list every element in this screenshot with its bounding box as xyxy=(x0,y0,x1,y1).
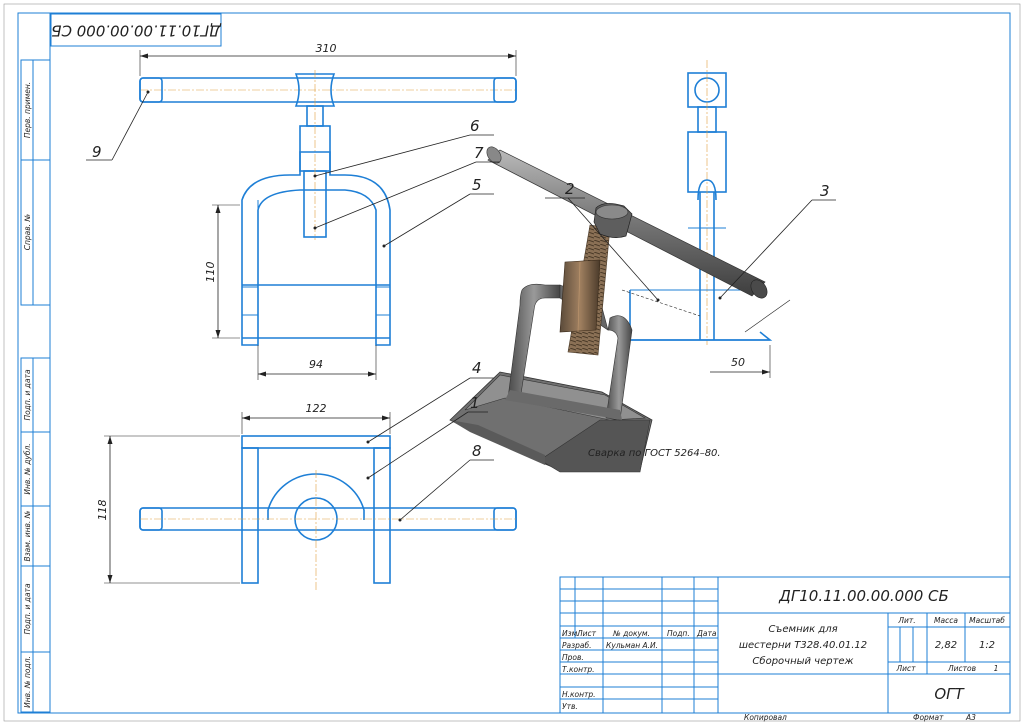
side-perv-primen: Перв. примен. xyxy=(23,82,32,138)
row-nkontr: Н.контр. xyxy=(562,690,596,699)
callout-3: 3 xyxy=(820,182,830,200)
dim-94: 94 xyxy=(309,358,323,371)
row-tkontr: Т.контр. xyxy=(562,665,595,674)
hdr-sheet: Лист xyxy=(895,664,916,673)
row-razrab: Разраб. xyxy=(562,641,591,650)
side-stamp: Перв. примен. Справ. № Подп. и дата Инв.… xyxy=(20,59,51,713)
designation-stamp: ДГ10.11.00.00.000 СБ xyxy=(50,13,222,47)
hdr-lit: Лит. xyxy=(897,616,915,625)
dim-50: 50 xyxy=(731,356,745,369)
sheets-value: 1 xyxy=(994,664,999,673)
weld-note: Сварка по ГОСТ 5264–80. xyxy=(588,448,721,459)
callout-1: 1 xyxy=(470,394,480,412)
side-podp-data-2: Подп. и дата xyxy=(23,583,32,634)
format-value: А3 xyxy=(965,713,976,722)
side-podp-data-1: Подп. и дата xyxy=(23,369,32,420)
col-izm: Изм. xyxy=(562,629,580,638)
callout-8: 8 xyxy=(472,442,482,460)
title-name-line3: Сборочный чертеж xyxy=(752,655,853,667)
callout-9: 9 xyxy=(92,143,102,161)
side-sprav: Справ. № xyxy=(23,214,32,251)
side-inv-podl: Инв. № подл. xyxy=(23,656,32,708)
dim-110: 110 xyxy=(204,262,217,283)
isometric-model: Сварка по ГОСТ 5264–80. xyxy=(449,146,768,473)
copied-label: Копировал xyxy=(744,713,787,722)
col-list: Лист xyxy=(576,629,597,638)
dim-310: 310 xyxy=(316,42,337,55)
callouts: 9 6 7 5 2 3 4 1 xyxy=(86,90,836,522)
title-designation: ДГ10.11.00.00.000 СБ xyxy=(778,587,949,605)
top-view: 122 118 xyxy=(96,402,517,590)
front-view: 310 110 94 xyxy=(139,42,517,380)
format-label: Формат xyxy=(913,713,944,722)
hdr-sheets: Листов xyxy=(947,664,976,673)
row-utv: Утв. xyxy=(562,702,578,711)
title-block: ДГ10.11.00.00.000 СБ Съемник для шестерн… xyxy=(559,576,1011,714)
dim-118: 118 xyxy=(96,500,109,521)
side-inv-dubl: Инв. № дубл. xyxy=(23,443,32,494)
designation-stamp-text: ДГ10.11.00.00.000 СБ xyxy=(51,22,222,40)
callout-4: 4 xyxy=(472,359,482,377)
callout-6: 6 xyxy=(470,117,480,135)
row-prov: Пров. xyxy=(562,653,584,662)
razrab-name: Кульман А.И. xyxy=(606,641,658,650)
organization: ОГТ xyxy=(934,685,965,703)
title-name-line2: шестерни Т328.40.01.12 xyxy=(739,640,867,651)
callout-5: 5 xyxy=(472,176,482,194)
side-vzam-inv: Взам. инв. № xyxy=(23,510,32,561)
hdr-scale: Масштаб xyxy=(969,616,1005,625)
mass-value: 2,82 xyxy=(935,640,957,651)
title-name-line1: Съемник для xyxy=(768,624,837,635)
side-view: 50 xyxy=(629,60,773,378)
callout-7: 7 xyxy=(474,144,484,162)
col-doc: № докум. xyxy=(612,629,650,638)
col-sign: Подп. xyxy=(667,629,690,638)
hdr-mass: Масса xyxy=(934,616,958,625)
callout-2: 2 xyxy=(565,180,575,198)
scale-value: 1:2 xyxy=(979,640,995,651)
col-date: Дата xyxy=(696,629,717,638)
dim-122: 122 xyxy=(306,402,327,415)
